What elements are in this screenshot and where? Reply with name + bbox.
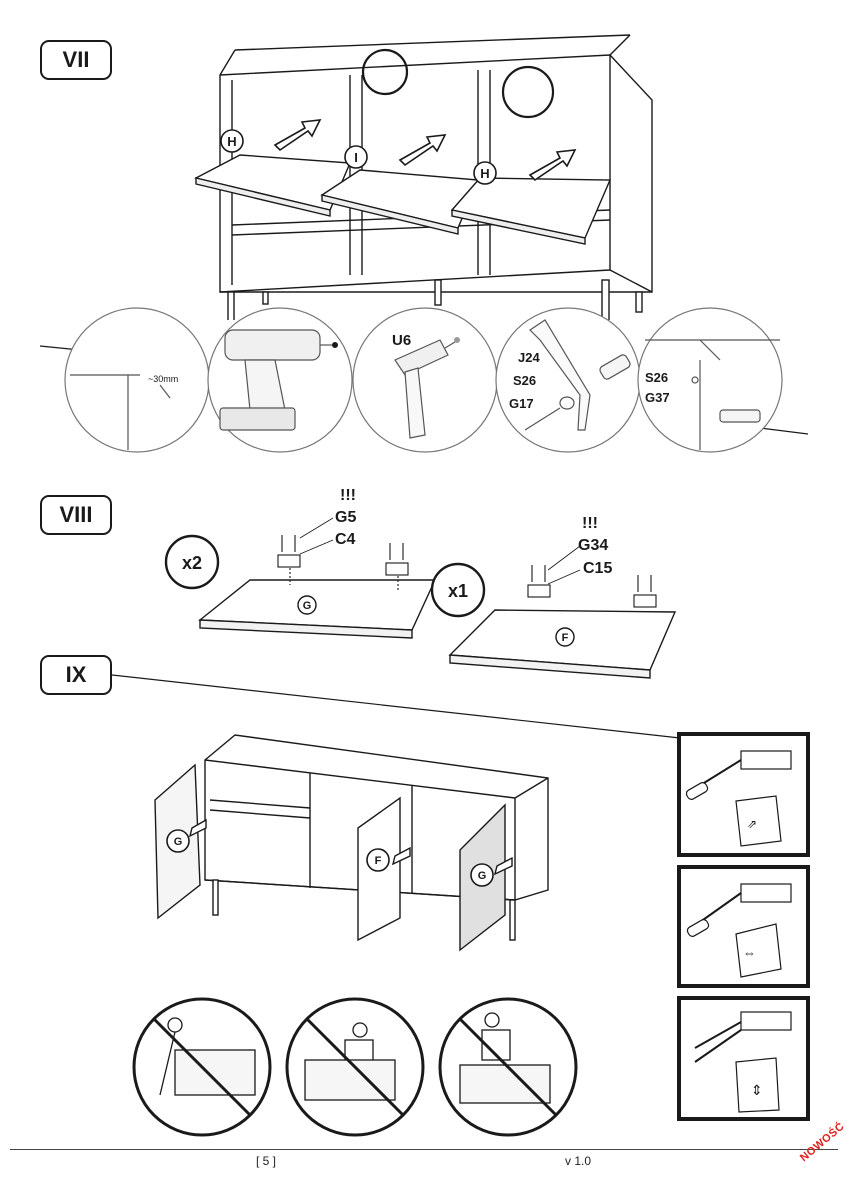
part-label-j24: J24 <box>518 350 540 365</box>
step-ix-illustration: G F G <box>111 674 680 952</box>
part-label-s26-wall: S26 <box>645 370 668 385</box>
part-label-g34: G34 <box>578 537 608 554</box>
part-label-g37: G37 <box>645 390 670 405</box>
door-label: G <box>174 836 183 848</box>
shelf-label: H <box>227 134 236 149</box>
door-label: G <box>478 870 487 882</box>
step-number: VII <box>62 47 90 72</box>
step-viii-illustration: x2 G !!! G5 C4 x1 F <box>164 487 677 679</box>
hammer-icon <box>394 337 460 439</box>
screwdriver-side-icon: ⇔ <box>686 883 792 978</box>
panel-label-g: G <box>303 600 312 612</box>
new-product-stamp: NOWOŚĆ <box>798 1120 847 1165</box>
no-sitting-icon <box>285 997 425 1137</box>
hinge-adjust-depth-panel: ⇗ <box>677 732 810 857</box>
shelf-label: I <box>354 150 358 165</box>
drill-icon <box>219 329 338 431</box>
warning-mark: !!! <box>582 515 598 532</box>
no-standing-icon <box>438 997 578 1137</box>
prohibition-icons <box>132 997 578 1137</box>
hinge-adjust-side-panel: ⇔ <box>677 865 810 988</box>
part-label-u6: U6 <box>392 332 411 349</box>
step-label-ix: IX <box>40 655 112 695</box>
hinge-adjust-height-panel: ⇕ <box>677 996 810 1121</box>
measurement-label: ~30mm <box>148 374 178 384</box>
footer-rule <box>10 1149 838 1150</box>
part-label-c4: C4 <box>335 531 356 548</box>
svg-text:⇗: ⇗ <box>747 817 757 831</box>
wall-corner-detail <box>70 374 171 450</box>
step-label-viii: VIII <box>40 495 112 535</box>
wall-fixing-strip: ~30mm U6 J24 S26 G17 S26 G37 <box>39 307 809 453</box>
insert-arrows <box>273 119 577 182</box>
svg-text:⇔: ⇔ <box>743 945 756 960</box>
multiplier-x2: x2 <box>182 553 202 573</box>
part-label-c15: C15 <box>583 560 612 577</box>
part-label-g5: G5 <box>335 509 356 526</box>
version-label: v 1.0 <box>565 1154 592 1168</box>
wall-mount-detail <box>645 339 780 450</box>
svg-text:⇕: ⇕ <box>751 1082 763 1098</box>
multiplier-x1: x1 <box>448 581 468 601</box>
shelf-label-badges <box>220 129 497 185</box>
part-label-s26: S26 <box>513 373 536 388</box>
step-number: VIII <box>59 502 93 527</box>
door-label: F <box>375 855 382 867</box>
no-leaning-icon <box>132 997 272 1137</box>
shelves <box>194 154 612 245</box>
panel-label-f: F <box>562 632 569 644</box>
warning-mark: !!! <box>340 487 356 504</box>
step-label-vii: VII <box>40 40 112 80</box>
screwdriver-height-icon: ⇕ <box>694 1011 792 1113</box>
bracket-and-screw <box>524 319 631 431</box>
screwdriver-depth-icon: ⇗ <box>685 750 792 847</box>
page-number: [ 5 ] <box>256 1154 277 1168</box>
part-label-g17: G17 <box>509 396 534 411</box>
hinge-icons-right <box>527 565 657 608</box>
hinge-icons-left <box>277 535 409 592</box>
step-vii-illustration: H I H <box>194 34 653 320</box>
shelf-label: H <box>480 166 489 181</box>
step-number: IX <box>65 662 87 687</box>
